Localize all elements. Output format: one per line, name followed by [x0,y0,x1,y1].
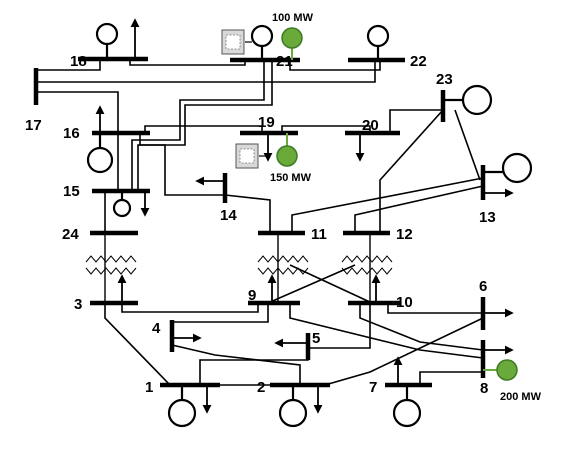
wind-capacity-label-8: 200 MW [500,391,542,403]
bus-label-4: 4 [152,320,161,337]
wind-farm-19 [276,133,298,167]
line-9-12 [267,264,356,304]
bus-label-6: 6 [479,278,487,295]
bus-label-12: 12 [396,226,413,243]
line-16-19 [144,125,263,133]
storage-units [221,29,266,169]
generator-icon [250,24,274,48]
bus-label-23: 23 [436,71,453,88]
line-23-12 [379,109,444,233]
bus-label-19: 19 [258,114,275,131]
generator-icon [278,398,308,428]
line-4-2 [171,344,301,385]
line-21-15b [137,60,273,191]
loads [95,18,514,414]
line-10-5 [308,303,371,349]
generator-22 [366,24,390,60]
generator-18 [95,22,119,59]
bus-label-1: 1 [145,379,153,396]
line-10-8 [359,303,484,351]
wind-farm-8 [483,359,518,381]
wind-capacity-label-19: 150 MW [270,172,312,184]
generator-icon [461,84,493,116]
line-3-1 [104,303,171,386]
generator-7 [392,385,422,428]
line-21-15a [131,60,265,191]
generator-icon [95,22,119,46]
storage-19 [235,143,266,169]
bus-label-7: 7 [369,379,377,396]
line-6-2 [324,317,484,386]
bus-label-20: 20 [362,117,379,134]
bus-label-10: 10 [396,294,413,311]
line-9-4 [172,303,269,323]
generators [86,22,533,428]
wind-generator-icon [281,27,303,49]
generator-icon [167,398,197,428]
wind-farm-21 [281,27,303,60]
bus-label-9: 9 [248,287,256,304]
wind-generator-icon [276,145,298,167]
wind-generator-icon [496,359,518,381]
bus-label-22: 22 [410,53,427,70]
line-19-20a [281,125,371,133]
line-10-6 [387,303,483,314]
line-10-11 [289,264,373,304]
line-13-11 [291,177,484,233]
transformers [85,233,393,303]
line-17-16 [36,91,119,133]
bus-label-11: 11 [311,226,327,243]
line-20-23 [389,109,443,133]
bus-label-5: 5 [312,330,320,347]
generator-icon [86,146,114,174]
wind-farms [276,27,518,381]
generator-icon [392,398,422,428]
storage-21 [221,29,252,55]
generator-13 [483,152,533,184]
bus-label-24: 24 [62,226,79,243]
bus-label-13: 13 [479,209,496,226]
bus-labels: 18 21 22 17 23 16 19 20 15 14 13 24 11 1… [25,53,496,397]
line-18-21 [129,59,246,66]
bus-label-17: 17 [25,117,42,134]
line-16-14 [139,133,225,196]
generator-21 [250,24,274,60]
bus-label-3: 3 [74,296,82,313]
line-3-9 [121,303,259,313]
bus-label-15: 15 [63,183,80,200]
transformer-24-3 [85,233,137,303]
wind-capacity-labels: 100 MW 150 MW 200 MW [270,12,542,403]
generator-icon [112,198,132,218]
bus-label-16: 16 [63,125,80,142]
bus-bars [33,56,486,388]
generator-icon [366,24,390,48]
line-17-18 [36,59,101,71]
bus-label-18: 18 [70,53,87,70]
line-7-8 [419,371,483,385]
bus-label-14: 14 [220,207,237,224]
line-13-12 [354,185,484,233]
line-5-1 [199,345,309,385]
line-21-22 [289,60,381,71]
generator-23 [443,84,493,116]
transformer-12-10 [341,233,393,303]
bus-label-2: 2 [257,379,265,396]
generator-15 [112,191,132,218]
generator-2 [278,385,308,428]
line-23-13 [454,109,481,181]
generator-icon [501,152,533,184]
wind-capacity-label-21: 100 MW [272,12,314,24]
bus-label-8: 8 [480,380,488,397]
bus-label-21: 21 [276,53,293,70]
transformer-11-9 [257,233,309,303]
line-17-22 [36,60,376,83]
line-9-8 [289,303,484,359]
transmission-lines [36,59,484,386]
generator-16 [86,133,114,174]
line-14-11 [224,194,271,233]
generator-1 [167,385,197,428]
